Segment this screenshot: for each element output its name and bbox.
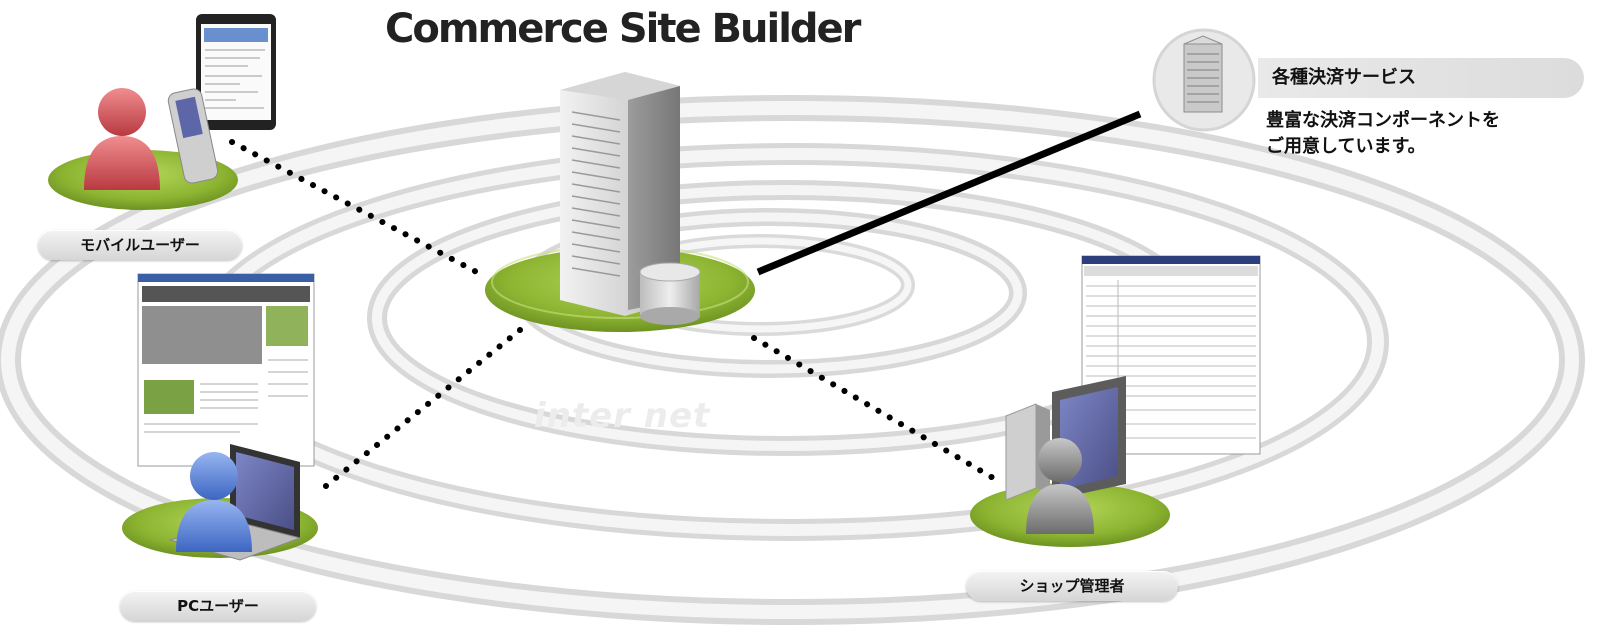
payment-connection-line: [756, 110, 1142, 276]
network-rings: [0, 95, 1585, 625]
diagram-title: Commerce Site Builder: [385, 6, 861, 52]
payment-building-icon: [1152, 28, 1256, 132]
dotted-connections: [229, 139, 1003, 497]
mobile-user-icon: [48, 14, 276, 210]
admin-user-icon: [970, 255, 1261, 547]
payment-description-line: 豊富な決済コンポーネントを: [1266, 110, 1500, 131]
admin-connection-line: [751, 335, 1003, 485]
payment-service-description: 豊富な決済コンポーネントを ご用意しています。: [1266, 108, 1596, 160]
pc-user-icon: [122, 273, 318, 561]
mobile-user-label: モバイルユーザー: [38, 230, 242, 260]
payment-description-line: ご用意しています。: [1266, 136, 1426, 157]
server-icon: [485, 72, 755, 332]
pc-user-label: PCユーザー: [120, 591, 316, 621]
mobile-connection-line: [229, 139, 487, 279]
payment-service-title: 各種決済サービス: [1258, 58, 1584, 98]
pc-connection-line: [313, 327, 523, 497]
shop-admin-label: ショップ管理者: [966, 571, 1178, 601]
internet-label: inter net: [534, 396, 711, 436]
